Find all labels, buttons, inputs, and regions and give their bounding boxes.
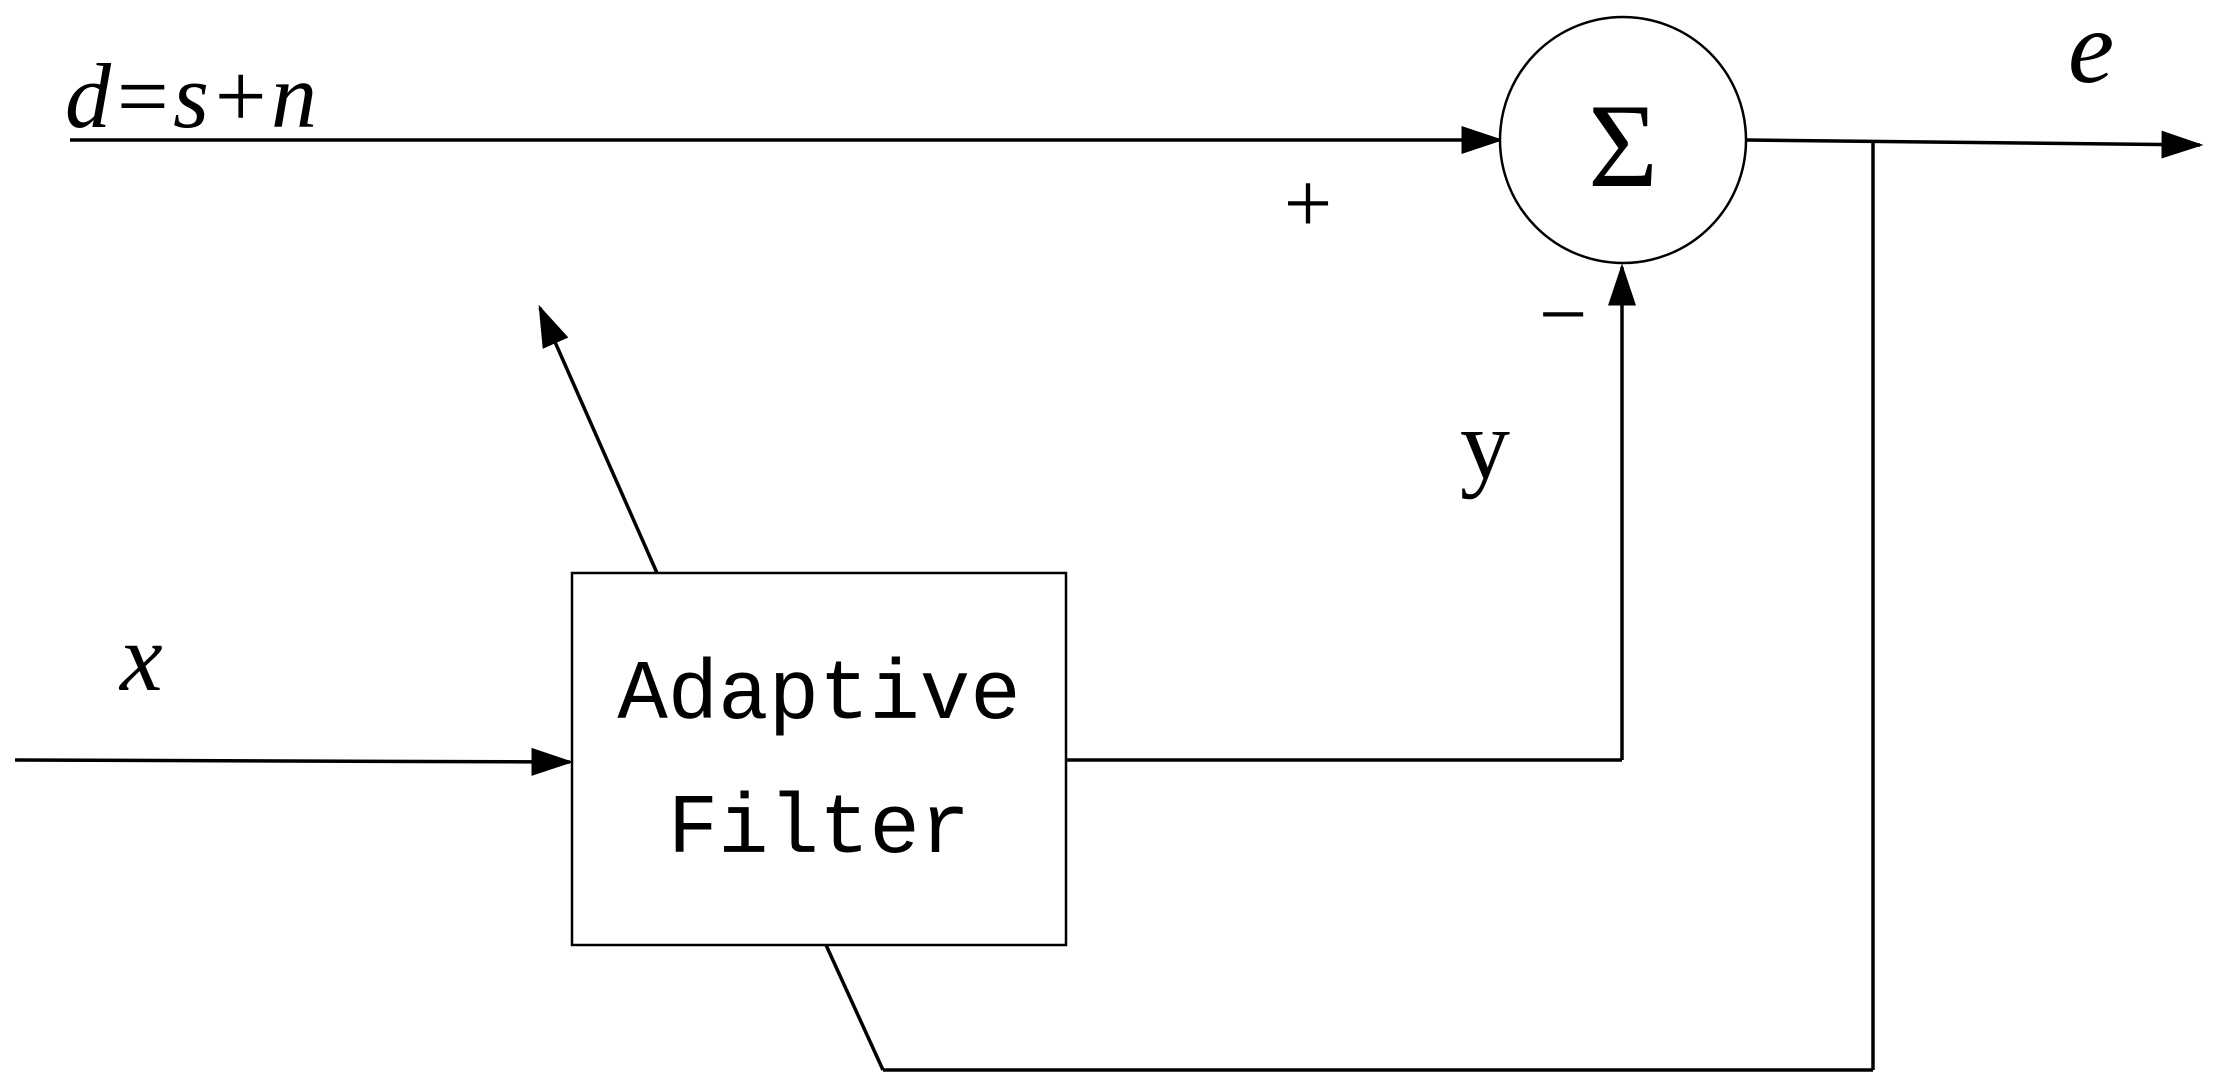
summation-symbol: Σ [1588,79,1658,212]
feedback-diagonal-line [824,944,885,1071]
adaptation-arrow [538,304,659,574]
error-output-line [1745,130,2204,159]
plus-sign-label: + [1284,155,1333,251]
input-signal-line [14,747,574,776]
filter-label-line2: Filter [668,783,970,878]
filter-label-line1: Adaptive [617,649,1020,744]
adaptive-filter-block [570,571,1068,947]
error-output-label: e [2068,0,2114,105]
input-signal-label: x [118,604,163,711]
filter-output-label: y [1460,389,1510,500]
desired-signal-label: d=s+n [65,45,317,147]
minus-sign-label: − [1539,266,1588,362]
